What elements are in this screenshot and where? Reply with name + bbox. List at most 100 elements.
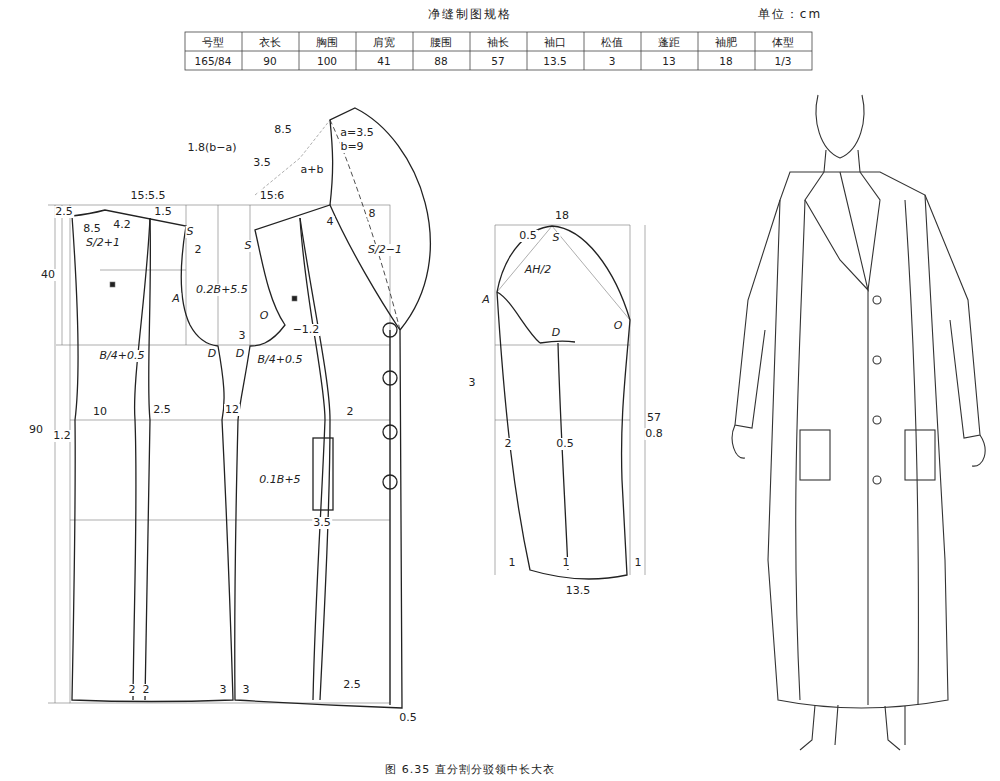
back-piece-part [133,218,150,700]
figure-caption: 图 6.35 直分割分驳领中长大衣 [384,764,556,776]
table-header: 肩宽 [372,36,396,48]
sleeve-piece-part [497,292,540,343]
table-cell: 41 [376,55,391,67]
front-piece [235,108,431,708]
construction-lines-part [48,703,70,704]
construction-lines-part [495,225,630,226]
table-header: 袖口 [543,36,567,48]
table-header: 蓬距 [657,36,681,48]
front-piece-part [383,371,397,385]
unit-note: 单位：cm [757,8,823,20]
coat-illustration-part [873,416,881,424]
pattern-dimension: 2 [128,684,137,696]
pattern-dimension: 1.8(b−a) [186,142,237,154]
back-piece-part [145,218,150,700]
spec-table-part [356,32,357,70]
coat-illustration-part [867,290,868,705]
table-header: 体型 [771,36,795,48]
table-header: 衣长 [258,36,282,48]
construction-lines-part [62,205,63,345]
pattern-dimension: B/4+0.5 [257,354,304,366]
pattern-dimension: 1.2 [52,430,72,442]
pattern-dimension: 8.5 [82,223,102,235]
spec-table-part [413,32,414,70]
pattern-dimension: 4 [326,216,335,228]
pattern-dimension: 8.5 [273,124,293,136]
spec-table-part [527,32,528,70]
sleeve-piece-part [540,341,575,343]
sleeve-dimension: O [613,320,624,332]
pattern-dimension: 3 [219,684,228,696]
construction-lines-part [56,345,70,346]
pattern-dimension: 90 [28,424,44,436]
front-piece-part [383,323,397,337]
table-cell: 1/3 [774,55,793,67]
pattern-dimension: 2 [142,684,151,696]
table-cell: 18 [718,55,733,67]
pattern-dimension: 3 [242,684,251,696]
sleeve-dimension: 0.5 [518,230,538,242]
construction-lines-part [250,205,251,345]
table-cell: 13.5 [542,55,567,67]
front-piece-part [330,120,400,330]
pattern-dimension: A [171,293,181,305]
construction-lines-part [218,205,219,345]
pattern-dimension: S [244,240,253,252]
construction-lines-part [70,420,390,421]
spec-table-part [299,32,300,70]
spec-table-part [185,51,812,52]
coat-illustration-part [873,356,881,364]
table-cell: 13 [661,55,676,67]
pattern-dimension: 3 [238,330,247,342]
pattern-dimension: 4.2 [112,219,132,231]
sleeve-dimension: 0.5 [555,438,575,450]
construction-lines-part [552,226,630,320]
construction-lines-part [110,282,115,287]
table-header: 胸围 [315,36,339,48]
table-header: 松值 [600,36,624,48]
construction-lines-part [70,205,390,703]
pattern-dimension: 0.2B+5.5 [195,284,249,296]
table-title: 净缝制图规格 [427,8,513,20]
pattern-dimension: a=3.5 [339,127,374,139]
pattern-dimension: 2 [194,244,203,256]
pattern-dimension: 3.5 [252,157,272,169]
sleeve-piece-part [558,343,568,570]
construction-lines-part [100,270,186,271]
front-piece-part [235,205,402,708]
construction-lines [48,120,645,703]
coat-illustration-part [873,296,881,304]
construction-lines-part [495,345,630,346]
pattern-dimension: 2 [346,406,355,418]
table-header: 腰围 [429,36,453,48]
pattern-dimension: 15:5.5 [129,190,166,202]
table-cell: 57 [490,55,505,67]
coat-illustration-part [860,172,880,290]
sleeve-dimension: 1 [634,557,643,569]
sleeve-dimension: 13.5 [565,585,592,597]
front-piece-part [383,425,397,439]
coat-illustration-part [735,200,780,428]
spec-table [185,32,812,70]
pattern-dimension: S/2−1 [367,244,403,256]
table-cell: 165/84 [194,55,233,67]
coat-illustration-part [905,430,935,480]
coat-illustration-part [873,476,881,484]
sleeve-dimension: 3 [468,377,477,389]
pattern-dimension: D [235,348,245,360]
coat-illustration-part [805,172,868,290]
sleeve-dimension: 18 [554,210,570,222]
coat-illustration-part [768,172,948,708]
construction-lines-part [70,520,390,521]
sleeve-dimension: 0.5 [398,712,418,724]
sleeve-dimension: 2 [504,438,513,450]
front-piece-part [330,108,430,330]
sleeve-dimension: AH/2 [524,264,553,276]
sleeve-dimension: D [551,327,561,339]
table-cell: 90 [262,55,277,67]
coat-illustration-part [796,200,919,705]
spec-table-part [242,32,243,70]
table-header: 袖长 [486,36,510,48]
construction-lines-part [70,345,390,346]
